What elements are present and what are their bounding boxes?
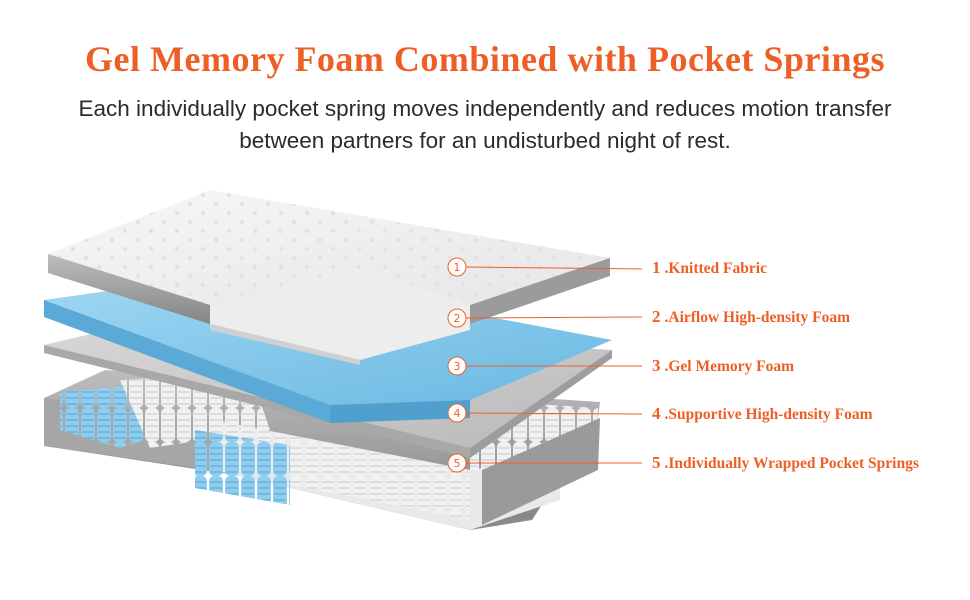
layer-number: 1: [652, 258, 661, 277]
layer-number: 5: [652, 453, 661, 472]
layer-name: .Individually Wrapped Pocket Springs: [664, 455, 919, 472]
layer-label-5: 5.Individually Wrapped Pocket Springs: [652, 453, 919, 473]
svg-text:2: 2: [454, 312, 461, 325]
marker-2: 2: [447, 308, 467, 328]
layer-name: .Knitted Fabric: [664, 260, 767, 277]
svg-text:1: 1: [454, 261, 461, 274]
marker-1: 1: [447, 257, 467, 277]
page-title: Gel Memory Foam Combined with Pocket Spr…: [85, 39, 885, 79]
knitted-fabric-layer: [48, 190, 610, 365]
layer-number: 3: [652, 356, 661, 375]
layer-label-2: 2.Airflow High-density Foam: [652, 307, 850, 327]
svg-text:3: 3: [454, 360, 461, 373]
layer-number: 2: [652, 307, 661, 326]
svg-text:5: 5: [454, 457, 461, 470]
svg-text:4: 4: [454, 407, 461, 420]
marker-3: 3: [447, 356, 467, 376]
layer-label-4: 4.Supportive High-density Foam: [652, 404, 872, 424]
layer-name: .Supportive High-density Foam: [664, 406, 873, 423]
page-subtitle: Each individually pocket spring moves in…: [78, 96, 892, 153]
layer-number: 4: [652, 404, 661, 423]
layer-label-1: 1.Knitted Fabric: [652, 258, 767, 278]
callout-lines: [465, 266, 643, 464]
layer-label-3: 3.Gel Memory Foam: [652, 356, 794, 376]
layer-name: .Gel Memory Foam: [664, 358, 795, 375]
layer-name: .Airflow High-density Foam: [664, 309, 851, 326]
marker-4: 4: [447, 403, 467, 423]
marker-5: 5: [447, 453, 467, 473]
